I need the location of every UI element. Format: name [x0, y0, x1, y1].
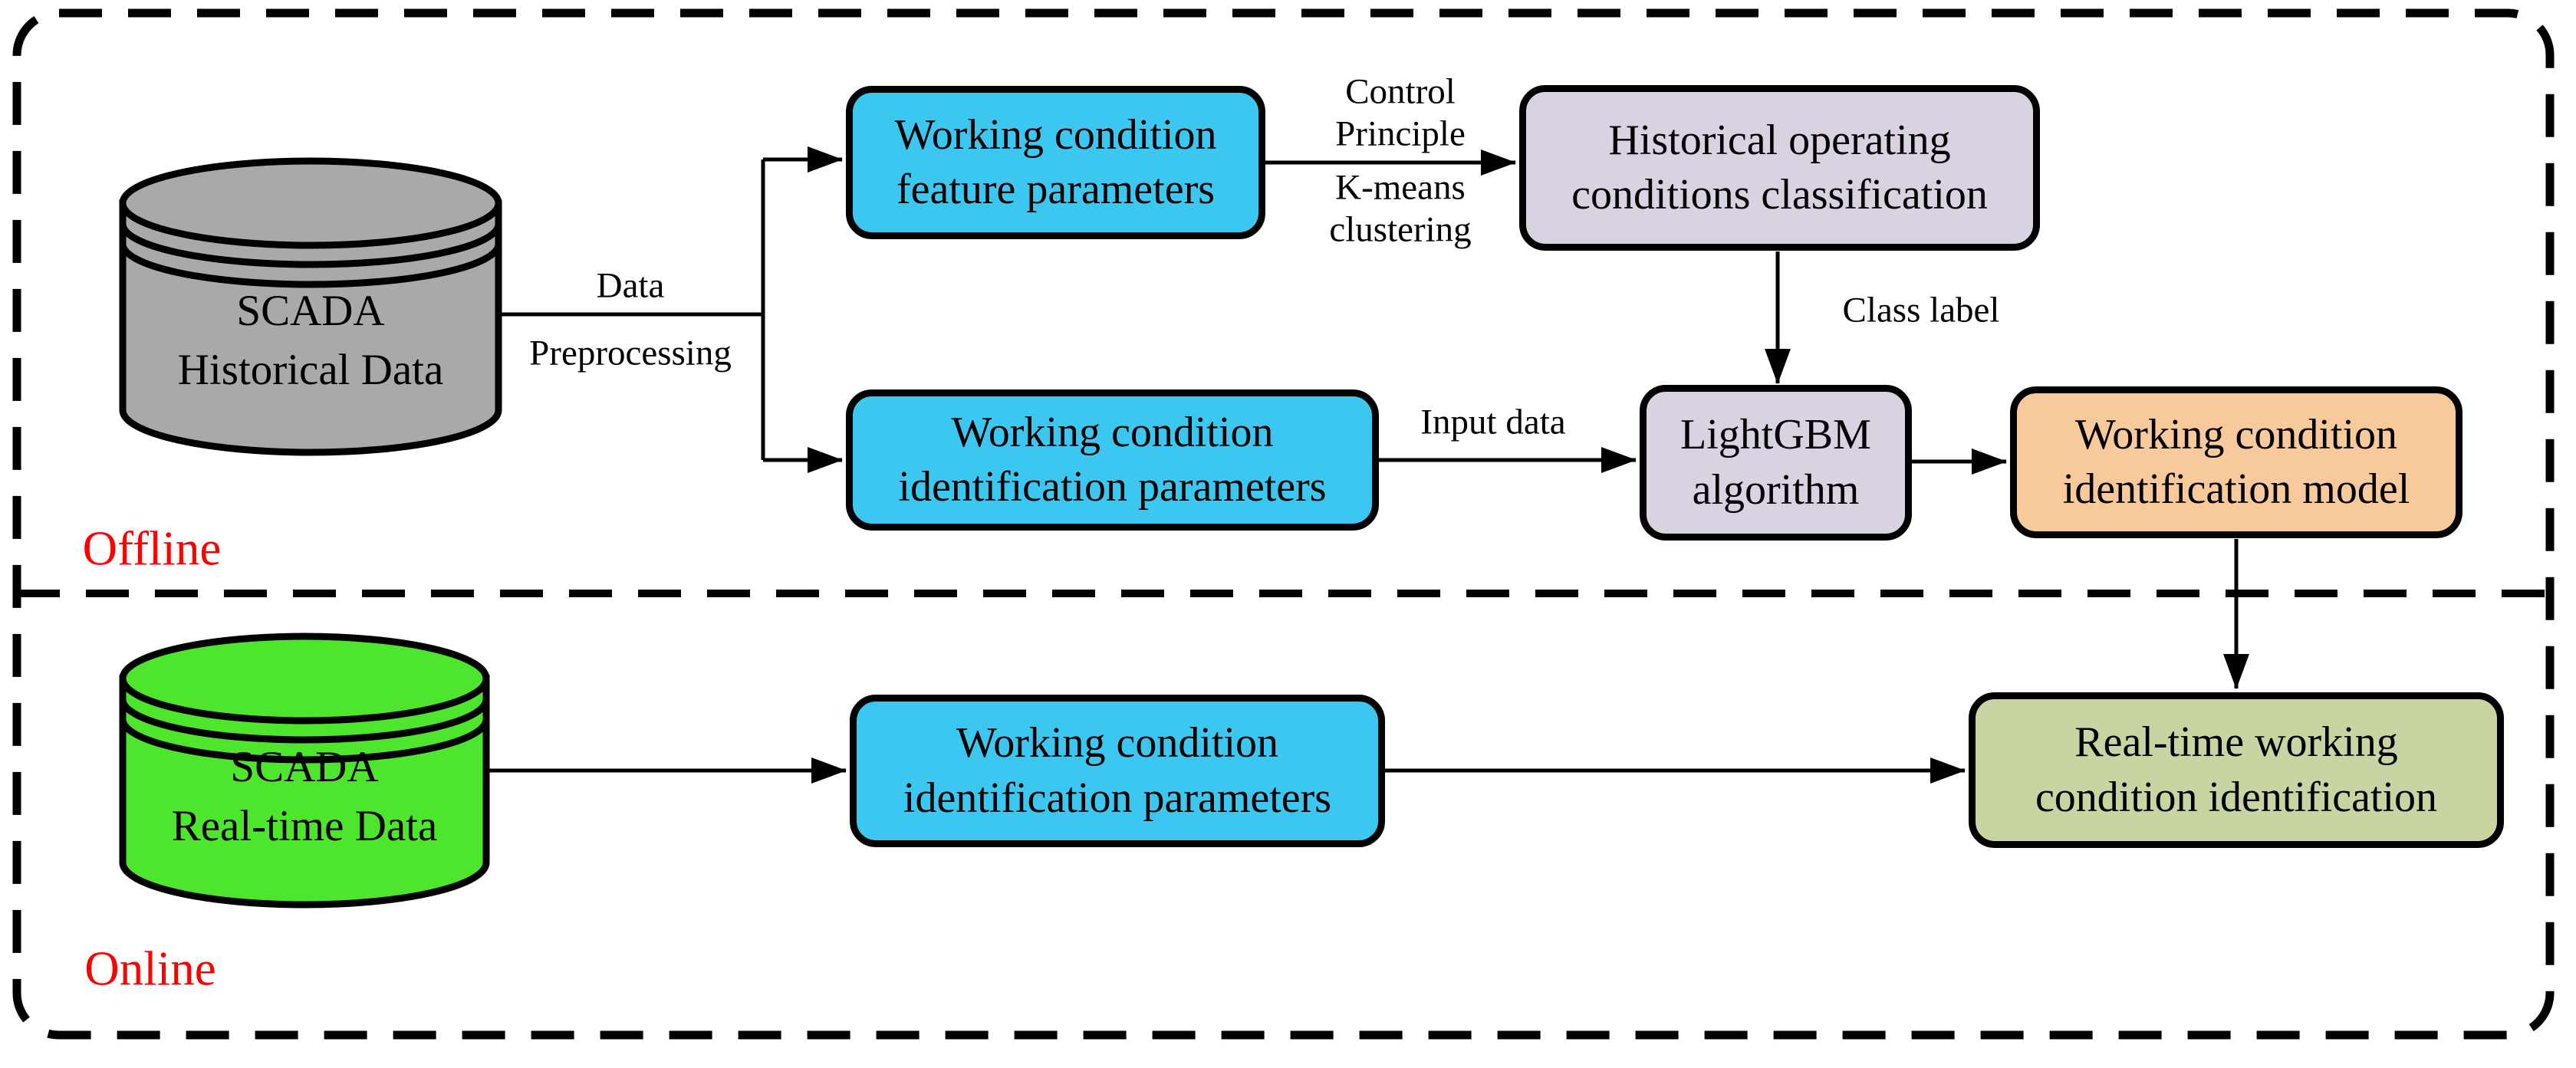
edge-label-data: Data	[596, 265, 665, 306]
region-label-offline: Offline	[82, 521, 222, 576]
edge-label-preprocessing: Preprocessing	[529, 333, 732, 373]
realtime-db-label: SCADA Real-time Data	[171, 743, 438, 850]
node-working-condition-feature-parameters: Working condition feature parameters	[846, 86, 1265, 239]
outer-dashed-border	[12, 8, 2555, 1040]
node-working-condition-identification-parameters-online: Working condition identification paramet…	[850, 695, 1385, 847]
node-realtime-working-condition-identification: Real-time working condition identificati…	[1969, 692, 2504, 848]
realtime-database-cylinder	[119, 633, 490, 909]
historical-db-label: SCADA Historical Data	[177, 287, 444, 394]
node-lightgbm-algorithm: LightGBM algorithm	[1640, 385, 1912, 541]
node-working-condition-identification-model: Working condition identification model	[2010, 386, 2462, 538]
edge-label-control-principle: Control Principle	[1335, 71, 1466, 154]
edge-label-kmeans-clustering: K-means clustering	[1329, 167, 1472, 250]
historical-database-cylinder	[119, 157, 502, 456]
edge-label-class-label: Class label	[1842, 290, 2000, 330]
edge-label-input-data: Input data	[1420, 402, 1566, 442]
node-working-condition-identification-parameters-offline: Working condition identification paramet…	[846, 389, 1379, 531]
region-label-online: Online	[84, 941, 216, 996]
node-historical-operating-conditions-classification: Historical operating conditions classifi…	[1519, 85, 2040, 251]
